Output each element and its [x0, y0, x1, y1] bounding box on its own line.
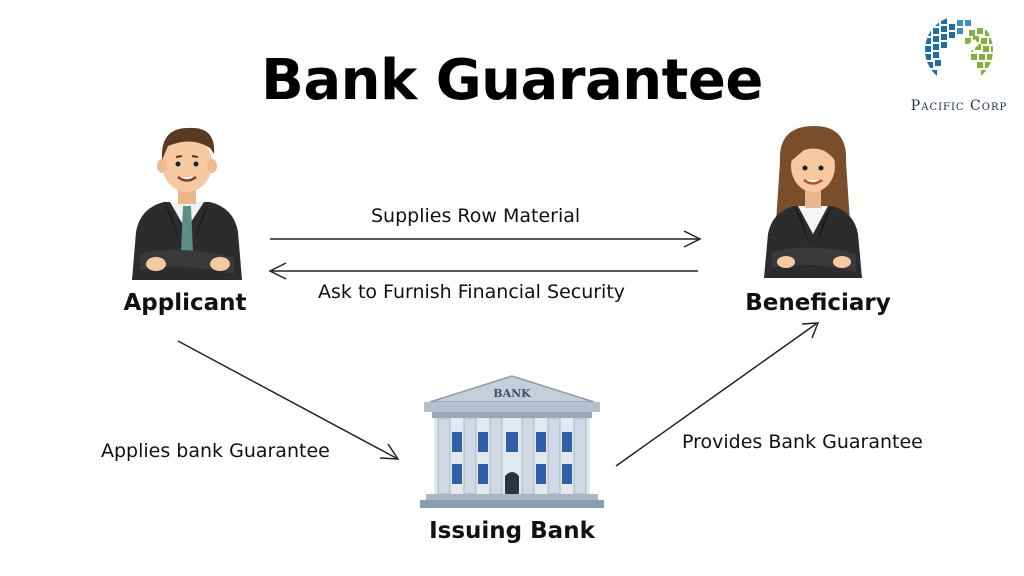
ask-label: Ask to Furnish Financial Security: [318, 281, 626, 303]
beneficiary-woman-icon: [764, 126, 862, 278]
globe-logo-icon: [925, 16, 993, 84]
issuing-bank-label: Issuing Bank: [429, 518, 595, 544]
page-title: Bank Guarantee: [261, 48, 763, 113]
arrow-provides: [615, 322, 820, 467]
applicant-man-icon: [132, 127, 242, 280]
arrow-ask: [268, 262, 698, 280]
logo-text: Pacific Corp: [910, 98, 1008, 114]
beneficiary-label: Beneficiary: [745, 290, 891, 316]
supplies-label: Supplies Row Material: [371, 205, 581, 227]
applicant-label: Applicant: [123, 290, 247, 316]
company-logo: Pacific Corp: [905, 14, 1013, 124]
applies-label: Applies bank Guarantee: [101, 440, 330, 462]
arrow-supplies: [270, 230, 702, 248]
bank-sign: BANK: [493, 387, 531, 400]
provides-label: Provides Bank Guarantee: [682, 431, 923, 453]
arrow-applies: [177, 340, 400, 460]
bank-building-icon: [420, 375, 604, 508]
